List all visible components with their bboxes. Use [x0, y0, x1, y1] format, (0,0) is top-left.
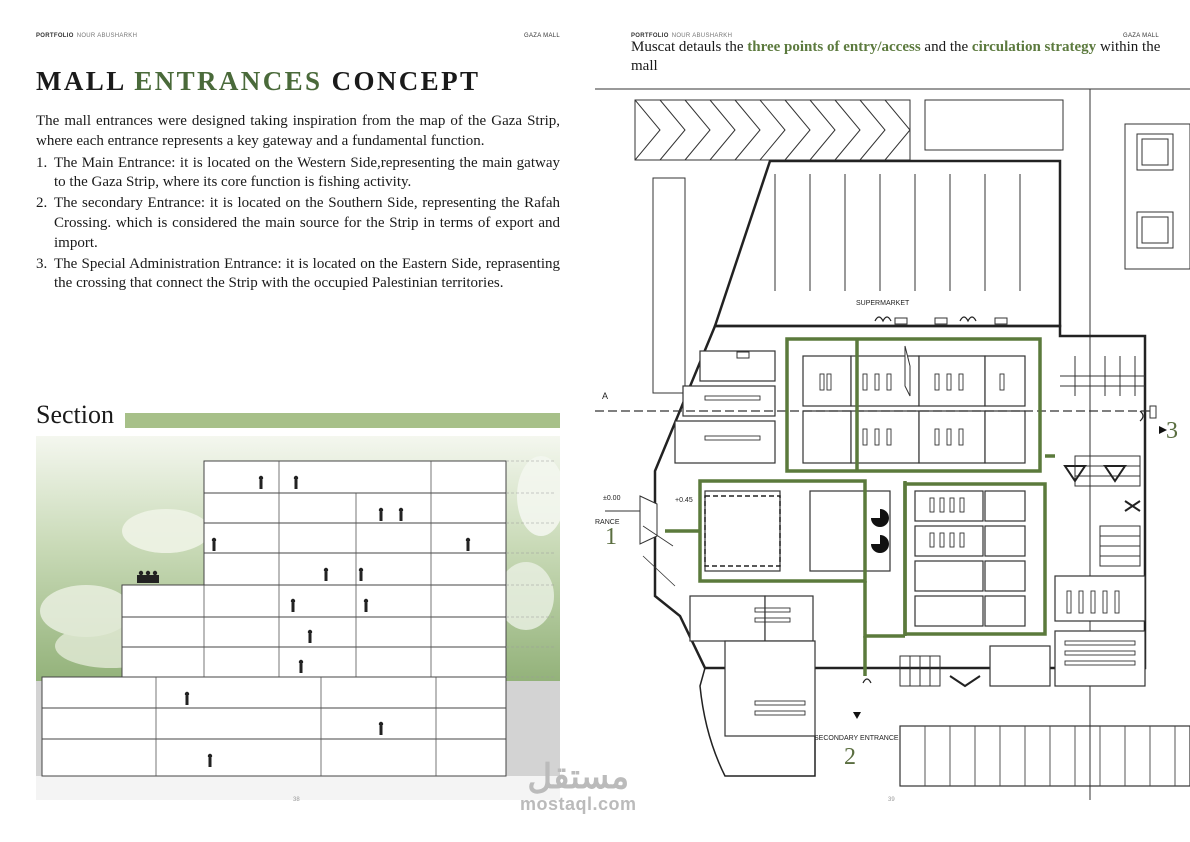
header-portfolio-right: PORTFOLIO — [631, 33, 669, 39]
page-number-right: 39 — [888, 797, 895, 803]
label-level-045: +0.45 — [675, 497, 693, 504]
list-item: 1. The Main Entrance: it is located on th… — [36, 154, 560, 194]
floor-plan — [595, 88, 1190, 800]
body-text: The mall entrances were designed taking … — [36, 112, 560, 294]
caption-text: and the — [920, 39, 972, 55]
list-number: 2. — [36, 195, 48, 212]
title-part1: MALL — [36, 66, 126, 96]
caption-highlight-entry: three points of entry/access — [747, 39, 921, 55]
list-text: The Main Entrance: it is located on the … — [54, 154, 560, 191]
list-item: 3. The Special Administration Entrance: i… — [36, 255, 560, 295]
intro-paragraph: The mall entrances were designed taking … — [36, 113, 560, 149]
label-level-0: ±0.00 — [603, 495, 621, 502]
title-part2: CONCEPT — [331, 66, 481, 96]
entry-number-1: 1 — [605, 524, 617, 550]
list-text: The Special Administration Entrance: it … — [54, 255, 560, 292]
section-bar — [125, 413, 560, 428]
list-item: 2. The secondary Entrance: it is located … — [36, 194, 560, 253]
list-number: 3. — [36, 255, 48, 272]
entry-number-3: 3 — [1166, 418, 1178, 444]
list-text: The secondary Entrance: it is located on… — [54, 195, 560, 251]
page-number-left: 38 — [293, 797, 300, 803]
section-mark: A — [602, 391, 609, 401]
section-heading: Section — [36, 400, 114, 429]
watermark-arabic: مستقل — [527, 758, 630, 796]
title-accent: ENTRANCES — [134, 66, 323, 96]
entry-number-2: 2 — [844, 744, 856, 770]
entrance-list: 1. The Main Entrance: it is located on th… — [36, 154, 560, 295]
header-author-right: NOUR ABUSHARKH — [671, 33, 733, 39]
header-author: NOUR ABUSHARKH — [76, 33, 138, 39]
header-project-right: GAZA MALL — [1123, 33, 1160, 39]
plan-caption: Muscat detauls the three points of entry… — [631, 38, 1171, 76]
header-portfolio: PORTFOLIO — [36, 33, 74, 39]
caption-text: within the mall — [631, 39, 1161, 74]
section-drawing — [36, 436, 560, 800]
caption-text: Muscat detauls the — [631, 39, 748, 55]
header-project: GAZA MALL — [524, 33, 561, 39]
label-secondary-entrance: SECONDARY ENTRANCE — [814, 735, 899, 742]
caption-highlight-circulation: circulation strategy — [971, 39, 1097, 55]
watermark-latin: mostaql.com — [520, 794, 637, 814]
label-supermarket: SUPERMARKET — [856, 300, 910, 307]
label-entrance: RANCE — [595, 519, 620, 526]
page-title: MALL ENTRANCES CONCEPT — [36, 66, 480, 97]
list-number: 1. — [36, 154, 48, 171]
watermark: مستقل mostaql.com — [520, 760, 637, 815]
